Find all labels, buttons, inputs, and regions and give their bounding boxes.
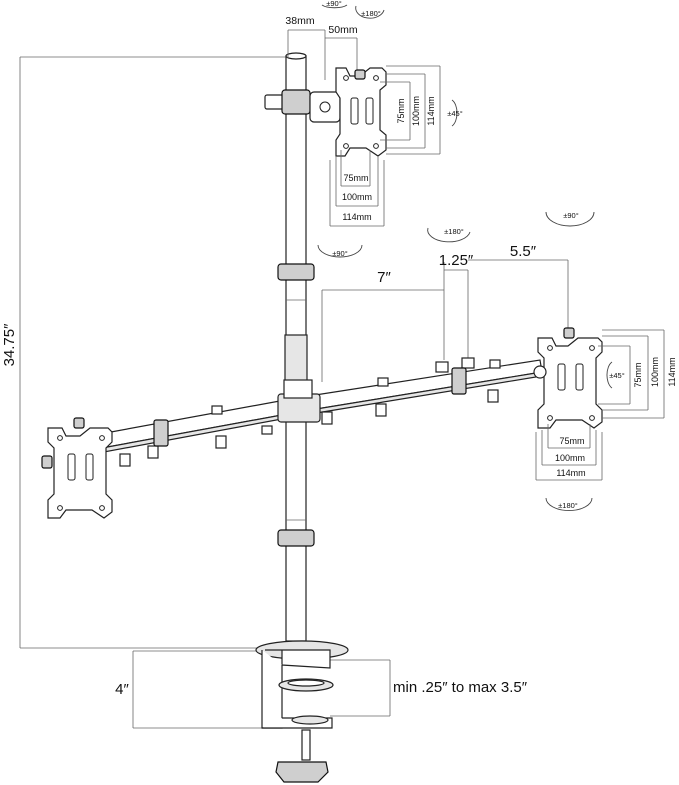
dual-arm — [99, 357, 543, 467]
desk-thickness-label: min .25″ to max 3.5″ — [393, 679, 528, 696]
top-h100-label: 100mm — [342, 192, 372, 202]
clamp-knob[interactable] — [275, 761, 329, 783]
clamp-height-dimension: 4″ — [115, 650, 265, 729]
arm-segment-c-label: 5.5″ — [510, 243, 537, 260]
right-monitor-mount: 75mm 100mm 114mm ±45° 75mm 100mm 114mm ±… — [533, 327, 677, 511]
support-pole — [277, 52, 315, 642]
right-v75-label: 75mm — [633, 362, 643, 387]
total-height-dimension: 34.75″ — [1, 56, 290, 649]
right-h75-label: 75mm — [559, 436, 584, 446]
top-v100-label: 100mm — [411, 96, 421, 126]
top-h114-label: 114mm — [342, 212, 371, 222]
top-v114-label: 114mm — [426, 96, 436, 125]
left-plate-knob[interactable] — [73, 417, 85, 429]
left-monitor-mount — [41, 417, 113, 519]
pole-diameter-label: 38mm — [285, 15, 314, 27]
top-h75-label: 75mm — [343, 173, 368, 183]
desk-clamp — [255, 640, 349, 783]
top-rotate-left-label: ±90° — [326, 0, 341, 8]
right-tilt-label: ±45° — [609, 371, 624, 380]
top-offset-label: 50mm — [328, 24, 357, 36]
right-h114-label: 114mm — [556, 468, 585, 478]
arm-segment-a-label: 7″ — [377, 269, 391, 286]
right-vesa-plate — [537, 337, 603, 429]
right-swivel-top-right-label: ±90° — [563, 211, 578, 220]
clamp-height-label: 4″ — [115, 681, 129, 698]
pole-collar-lower — [277, 529, 315, 547]
top-plate-knob[interactable] — [354, 69, 366, 80]
top-rotate-right-label: ±180° — [361, 9, 381, 18]
right-v100-label: 100mm — [650, 357, 660, 387]
left-vesa-plate — [47, 427, 113, 519]
top-monitor-mount: 38mm 50mm ±90° ±180° 75mm 100mm 114mm — [264, 0, 463, 258]
clamp-screw[interactable] — [301, 729, 311, 761]
right-swivel-bottom-label: ±180° — [558, 501, 578, 510]
arm-segment-b-label: 1.25″ — [439, 252, 474, 269]
desk-thickness-dimension: min .25″ to max 3.5″ — [330, 659, 528, 717]
top-vesa-plate — [335, 67, 387, 157]
top-v75-label: 75mm — [396, 98, 406, 123]
right-plate-knob[interactable] — [563, 327, 575, 339]
top-rotate-bottom-label: ±90° — [332, 249, 347, 258]
total-height-label: 34.75″ — [1, 323, 18, 367]
top-tilt-label: ±45° — [447, 109, 462, 118]
right-h100-label: 100mm — [555, 453, 585, 463]
arm-dimensions: 7″ 1.25″ 5.5″ ±180° ±90° — [321, 211, 595, 382]
right-v114-label: 114mm — [667, 357, 677, 386]
right-swivel-top-left-label: ±180° — [444, 227, 464, 236]
pole-collar-upper — [277, 263, 315, 281]
